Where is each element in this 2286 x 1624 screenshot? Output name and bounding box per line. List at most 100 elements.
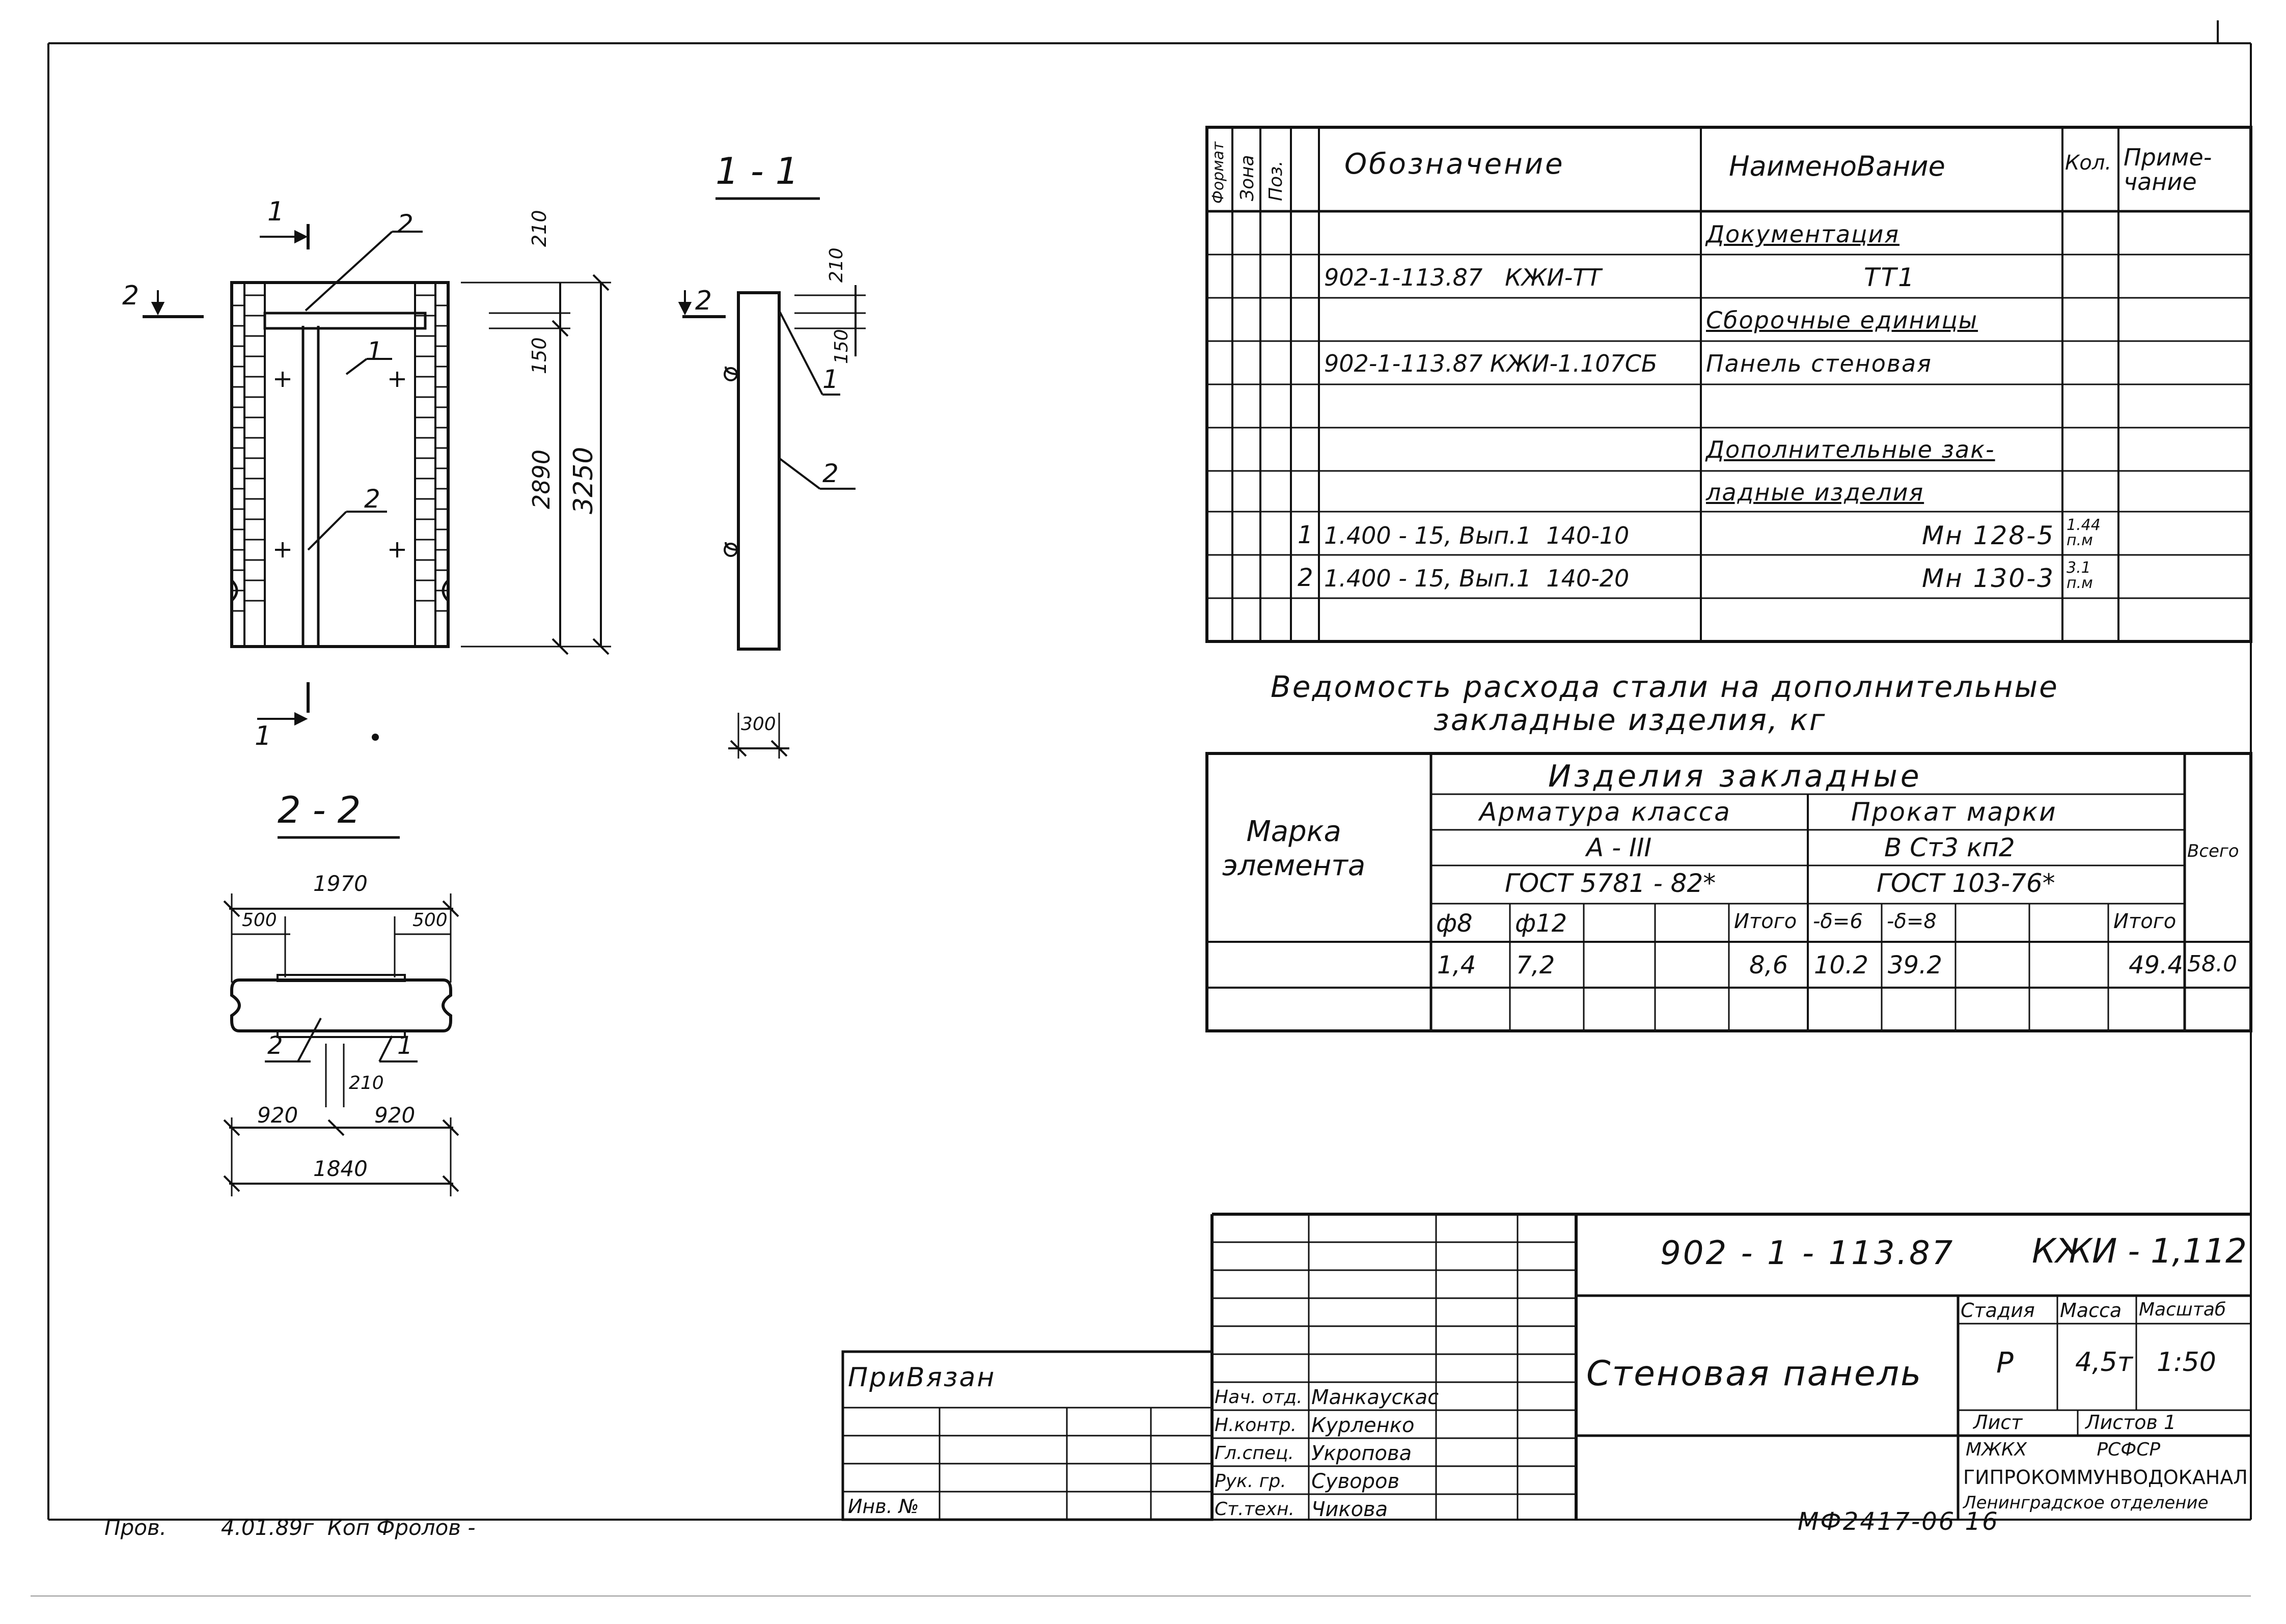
mass-value: 4,5т — [2075, 1347, 2133, 1378]
steel-subheader: ф8 — [1436, 909, 1473, 938]
org-line2: ГИПРОКОММУНВОДОКАНАЛ — [1963, 1466, 2248, 1489]
spec-header-name: НаименоВание — [1729, 150, 1945, 182]
steel-armatura: Арматура класса — [1479, 797, 1731, 827]
dim-3250: 3250 — [568, 446, 599, 514]
steel-prokat: Прокат марки — [1851, 797, 2057, 827]
check-signature-line: Пров. 4.01.89г Коп Фролов - — [104, 1515, 476, 1540]
steel-subheader: Итого — [1734, 910, 1797, 933]
plan-dim-500-right: 500 — [412, 910, 448, 931]
spec-row-designation: 1.400 - 15, Вып.1 140-10 — [1324, 521, 1630, 549]
steel-armatura-class: А - III — [1586, 833, 1652, 862]
spec-row-designation: 1.400 - 15, Вып.1 140-20 — [1324, 565, 1630, 592]
side-dim-210: 210 — [826, 247, 847, 283]
steel-title-line1: Ведомость расхода стали на дополнительны… — [1271, 669, 2059, 704]
plan-dim-500-left: 500 — [242, 910, 277, 931]
plan-dim-1840: 1840 — [313, 1156, 368, 1181]
spec-row-name: Мн 130-3 — [1921, 564, 2055, 593]
steel-grand-total: 58.0 — [2187, 951, 2237, 977]
panel-side-view — [678, 285, 866, 759]
spec-row-name: Дополнительные зак- — [1706, 435, 1995, 463]
dim-210: 210 — [528, 210, 550, 247]
title-block-sheet-code: КЖИ - 1,112 — [2032, 1231, 2247, 1271]
sheets-label: Листов 1 — [2085, 1411, 2177, 1434]
plan-position-1: 1 — [397, 1031, 413, 1060]
staff-role: Н.контр. — [1215, 1415, 1297, 1436]
spec-header-pos: Поз. — [1265, 160, 1286, 201]
stage-value: Р — [1996, 1347, 2014, 1380]
inventory-number-label: Инв. № — [848, 1495, 919, 1518]
steel-subheader: Итого — [2113, 910, 2177, 933]
spec-row-designation: 902-1-113.87 КЖИ-1.107СБ — [1324, 349, 1658, 377]
plan-dim-920-right: 920 — [374, 1103, 416, 1128]
side-dim-150: 150 — [831, 329, 852, 364]
section-title-1-1: 1 - 1 — [715, 150, 799, 192]
staff-name: Чикова — [1311, 1498, 1388, 1521]
spec-header-designation: Обозначение — [1344, 148, 1565, 181]
steel-armatura-gost: ГОСТ 5781 - 82* — [1505, 869, 1716, 898]
spec-row-name: ТТ1 — [1864, 262, 1916, 292]
staff-name: Суворов — [1311, 1470, 1400, 1493]
spec-row-name: Мн 128-5 — [1921, 520, 2055, 550]
cut-1-bottom-label: 1 — [255, 721, 272, 751]
cut-1-top-label: 1 — [267, 197, 285, 227]
plan-dim-210: 210 — [349, 1073, 384, 1094]
section-title-2-2: 2 - 2 — [278, 789, 361, 831]
spec-row-name: Сборочные единицы — [1706, 306, 1978, 334]
spec-row-pos: 1 — [1298, 520, 1313, 549]
steel-mark-label: Марка элемента — [1222, 815, 1366, 883]
cut-2-left-label: 2 — [122, 281, 140, 311]
cut-2-right-label: 2 — [695, 286, 712, 316]
spec-row-qty: 1.44 п.м — [2067, 516, 2101, 549]
spec-row-qty: 3.1 п.м — [2067, 559, 2093, 592]
plan-position-2: 2 — [267, 1031, 283, 1060]
spec-header-note: Приме- чание — [2124, 144, 2212, 196]
spec-row-name: Панель стеновая — [1706, 349, 1932, 377]
staff-name: Укропова — [1311, 1442, 1412, 1465]
steel-value: 1,4 — [1437, 951, 1476, 979]
title-block-title: Стеновая панель — [1586, 1354, 1923, 1394]
privyazan-label: ПриВязан — [848, 1362, 996, 1393]
panel-front-view — [143, 224, 611, 741]
steel-total-label: Всего — [2187, 841, 2239, 861]
staff-role: Рук. гр. — [1215, 1471, 1286, 1492]
position-2-top-label: 2 — [397, 209, 414, 239]
steel-value: 49.4 — [2129, 951, 2183, 979]
steel-subheader: -δ=6 — [1813, 910, 1863, 933]
steel-value: 8,6 — [1749, 951, 1788, 979]
mass-label: Масса — [2060, 1299, 2122, 1322]
spec-header-qty: Кол. — [2065, 151, 2112, 175]
position-2-mid-label: 2 — [364, 484, 380, 514]
side-position-2: 2 — [822, 459, 839, 488]
panel-plan-view — [223, 893, 459, 1196]
dim-150: 150 — [528, 337, 550, 374]
dim-2890: 2890 — [528, 449, 555, 509]
spec-row-name: Документация — [1706, 220, 1900, 248]
spec-header-format: Формат — [1209, 142, 1227, 204]
steel-subheader: -δ=8 — [1887, 910, 1937, 933]
plan-dim-1970: 1970 — [313, 871, 368, 896]
steel-subheader: ф12 — [1515, 909, 1567, 938]
staff-role: Ст.техн. — [1215, 1499, 1295, 1520]
steel-value: 39.2 — [1888, 951, 1942, 979]
archive-number: МФ2417-06 16 — [1798, 1507, 1999, 1536]
staff-role: Нач. отд. — [1215, 1387, 1303, 1408]
plan-dim-920-left: 920 — [257, 1103, 298, 1128]
staff-name: Курленко — [1311, 1414, 1415, 1437]
spec-row-name: ладные изделия — [1706, 479, 1924, 506]
org-line3: Ленинградское отделение — [1963, 1493, 2209, 1513]
spec-header-zone: Зона — [1237, 155, 1258, 201]
steel-group-label: Изделия закладные — [1548, 759, 1922, 794]
spec-table-grid — [1205, 126, 2252, 643]
spec-row-designation: 902-1-113.87 КЖИ-ТТ — [1324, 263, 1602, 291]
steel-title-line2: закладные изделия, кг — [1434, 703, 1827, 737]
scale-label: Масштаб — [2139, 1299, 2226, 1320]
spec-row-pos: 2 — [1298, 564, 1313, 592]
position-1-inner-label: 1 — [367, 337, 383, 366]
side-position-1: 1 — [822, 365, 839, 394]
title-block-code: 902 - 1 - 113.87 — [1660, 1235, 1955, 1272]
staff-role: Гл.спец. — [1215, 1443, 1294, 1464]
steel-value: 10.2 — [1814, 951, 1868, 979]
org-line1: МЖКХ РСФСР — [1966, 1439, 2161, 1460]
scale-value: 1:50 — [2157, 1347, 2216, 1378]
